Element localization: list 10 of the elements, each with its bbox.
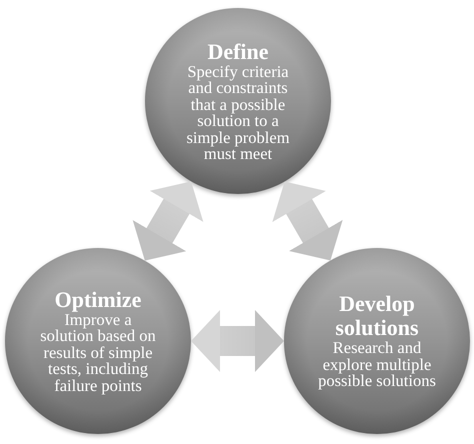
stage-circle (145, 8, 331, 194)
double-arrow (191, 310, 284, 372)
stage-title: Develop solutions (334, 292, 420, 340)
stage-title: Optimize (54, 288, 142, 312)
stage-description: Research and explore multiple possible solutions (317, 340, 437, 390)
stage-circle (284, 248, 470, 434)
stage-title: Define (207, 40, 269, 64)
stage-description: Specify criteria and constraints that a possible solution to a simple problem must meet (185, 64, 291, 162)
stage-circle (5, 248, 191, 434)
stage-description: Improve a solution based on results of simple tests, including failure points (39, 312, 157, 394)
